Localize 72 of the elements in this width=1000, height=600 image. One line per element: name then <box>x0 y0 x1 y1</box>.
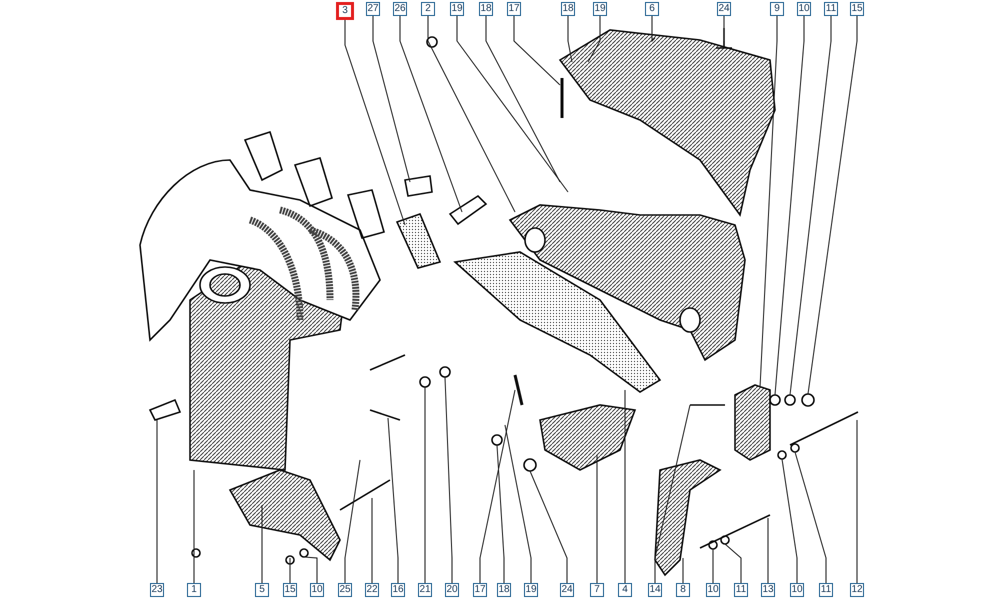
callout-number: 23 <box>150 583 164 597</box>
callout-number: 11 <box>819 583 833 597</box>
callout-number: 14 <box>648 583 662 597</box>
callout-number: 16 <box>391 583 405 597</box>
callout-number: 17 <box>473 583 487 597</box>
callout-number: 12 <box>850 583 864 597</box>
callout-number: 26 <box>393 2 407 16</box>
leader-line <box>724 544 742 584</box>
callout-number: 25 <box>338 583 352 597</box>
leader-line <box>480 390 516 584</box>
leader-line <box>712 548 714 584</box>
leader-line <box>156 420 158 584</box>
leader-line <box>496 444 504 584</box>
leader-line <box>588 16 600 62</box>
leader-line <box>424 386 426 584</box>
leader-line <box>682 558 684 584</box>
leader-line <box>444 376 452 584</box>
callout-number: 3 <box>336 2 354 20</box>
leader-line <box>654 404 690 584</box>
leader-line <box>304 556 318 584</box>
callout-number: 19 <box>593 2 607 16</box>
callout-number: 18 <box>479 2 493 16</box>
leader-line <box>400 16 462 212</box>
callout-number: 18 <box>497 583 511 597</box>
leader-line <box>782 458 798 584</box>
callout-number: 5 <box>255 583 269 597</box>
leader-line <box>530 470 568 584</box>
callout-number: 15 <box>283 583 297 597</box>
callout-number: 8 <box>676 583 690 597</box>
callout-number: 11 <box>824 2 838 16</box>
callout-number: 27 <box>366 2 380 16</box>
callout-number: 21 <box>418 583 432 597</box>
leader-line <box>568 16 572 62</box>
callout-number: 13 <box>761 583 775 597</box>
callout-number: 4 <box>618 583 632 597</box>
callout-number: 6 <box>645 2 659 16</box>
leader-line <box>794 452 826 584</box>
callout-number: 10 <box>790 583 804 597</box>
callout-number: 24 <box>560 583 574 597</box>
callout-number: 10 <box>797 2 811 16</box>
callout-number: 2 <box>421 2 435 16</box>
leader-line <box>774 16 804 396</box>
leader-line <box>652 16 656 42</box>
leader-line <box>856 420 858 584</box>
leader-line <box>456 16 568 192</box>
callout-number: 22 <box>365 583 379 597</box>
callout-number: 7 <box>590 583 604 597</box>
leader-line <box>372 16 410 182</box>
callout-number: 18 <box>561 2 575 16</box>
leader-line <box>344 460 360 584</box>
leader-line <box>388 418 398 584</box>
leader-line <box>504 424 532 584</box>
callout-number: 24 <box>717 2 731 16</box>
leader-line <box>514 16 560 86</box>
callout-number: 1 <box>187 583 201 597</box>
callout-number: 19 <box>524 583 538 597</box>
callout-number: 17 <box>507 2 521 16</box>
callout-number: 15 <box>850 2 864 16</box>
leader-line <box>808 16 858 394</box>
leader-line <box>624 390 626 584</box>
leader-line <box>760 16 778 388</box>
leader-line <box>790 16 832 396</box>
callout-number: 10 <box>706 583 720 597</box>
callout-number: 9 <box>770 2 784 16</box>
leader-line <box>428 16 516 212</box>
leader-line <box>344 20 406 226</box>
callout-number: 20 <box>445 583 459 597</box>
leader-line <box>596 454 598 584</box>
callout-number: 11 <box>734 583 748 597</box>
callout-number: 19 <box>450 2 464 16</box>
leader-line <box>486 16 560 182</box>
callout-number: 10 <box>310 583 324 597</box>
